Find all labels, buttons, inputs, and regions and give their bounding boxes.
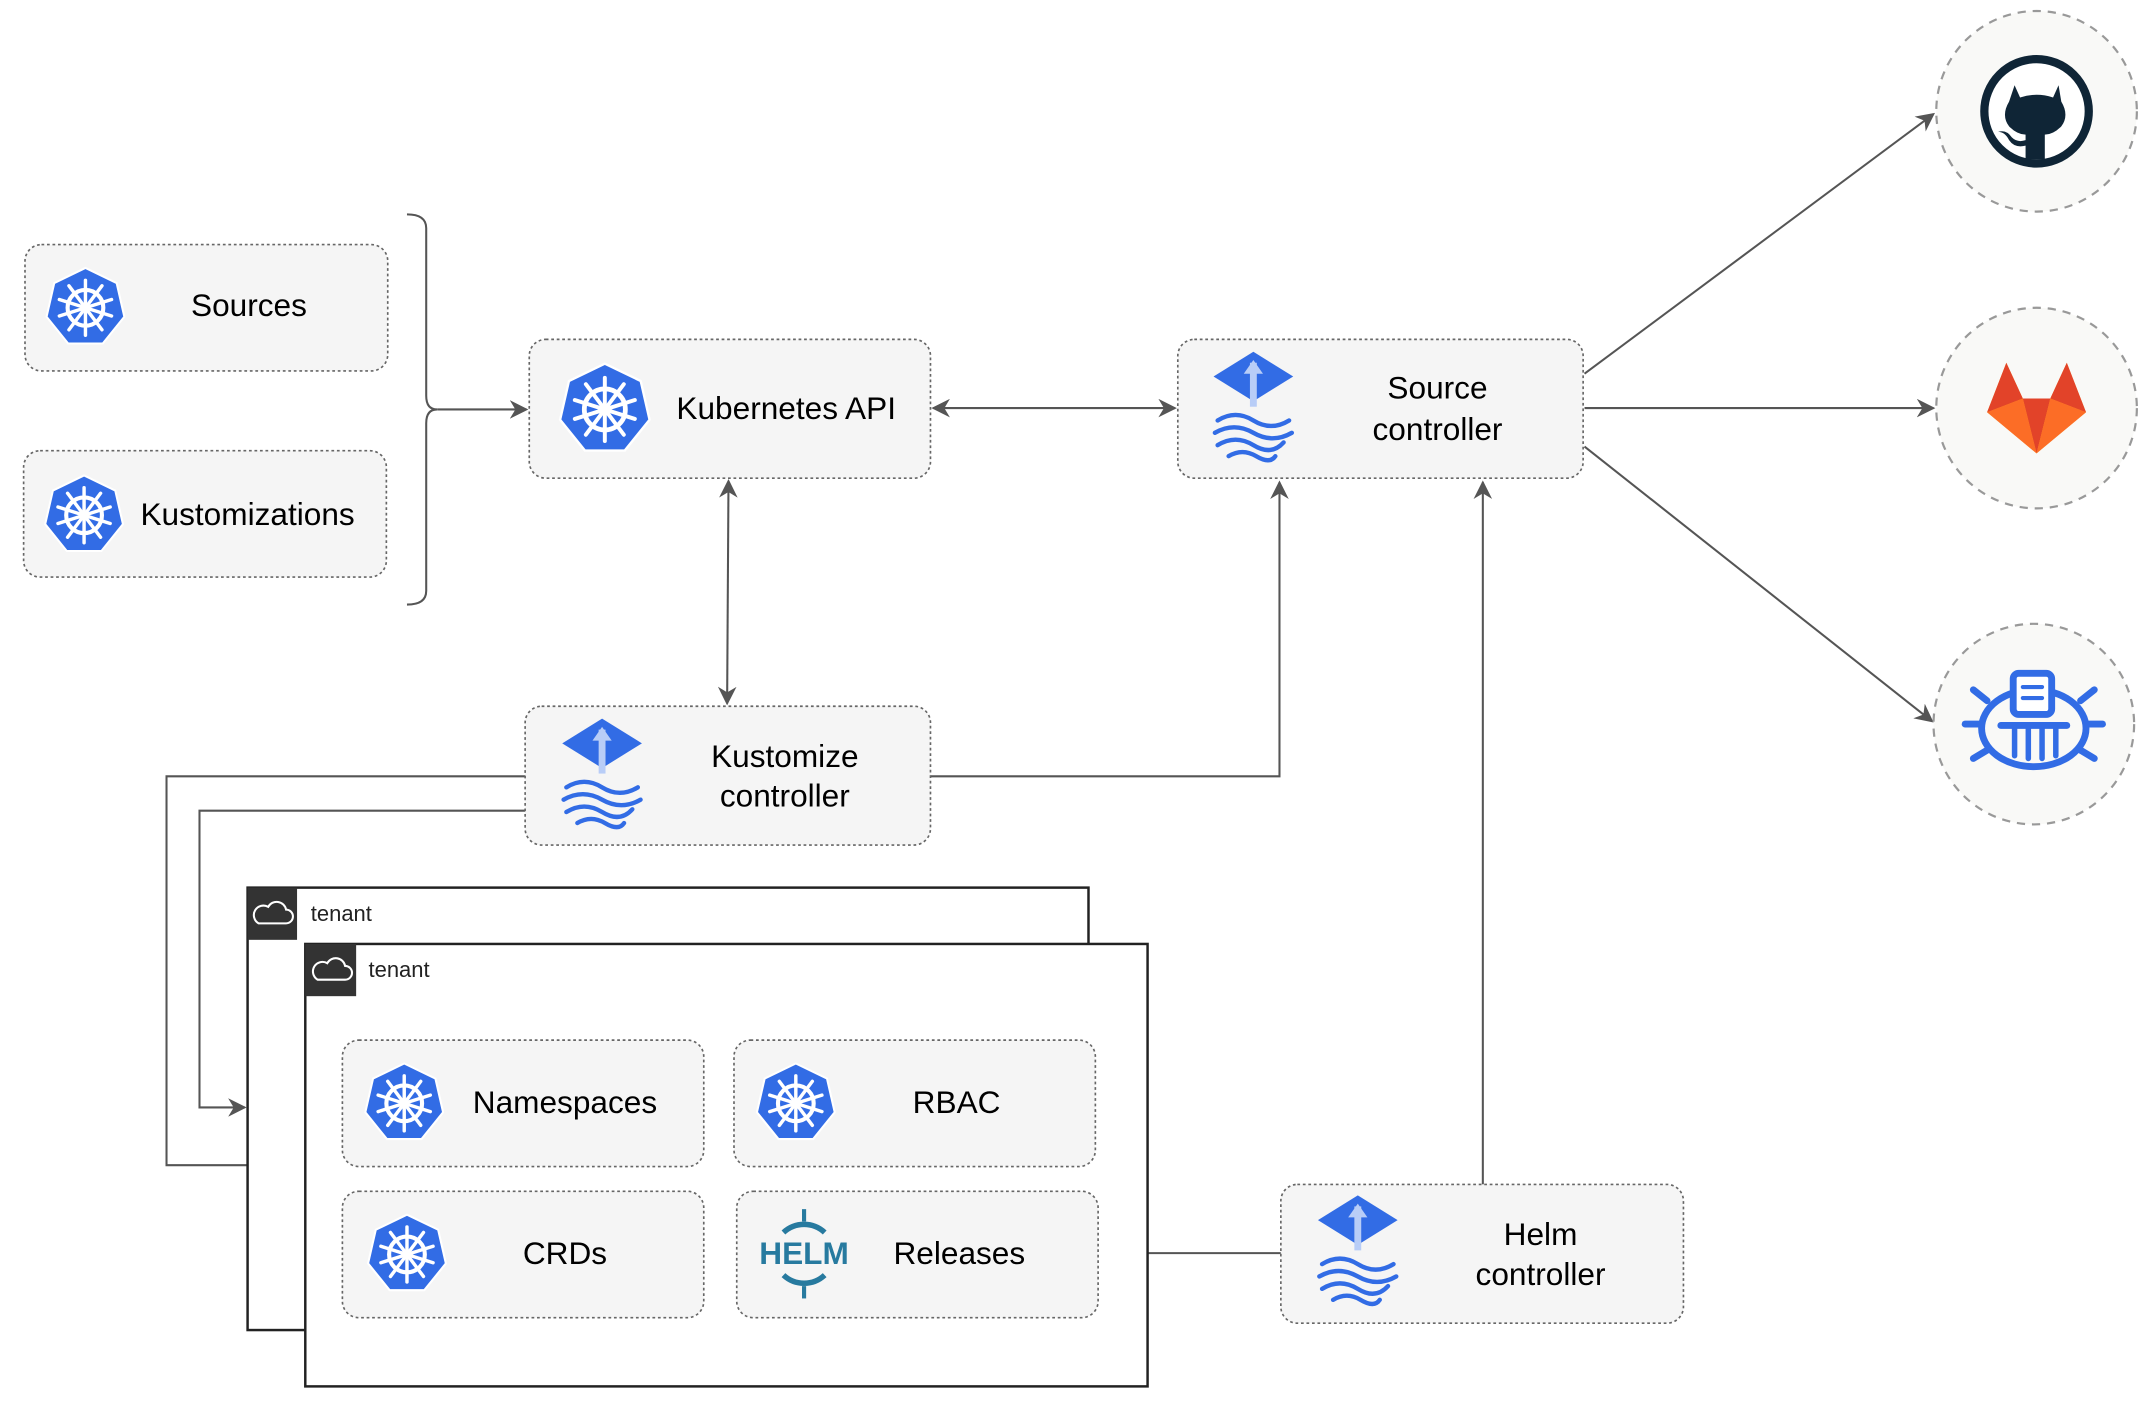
helm-controller-label-1: Helm <box>1504 1216 1578 1252</box>
releases-node[interactable]: HELM Releases <box>735 1190 1099 1319</box>
cloud-icon <box>311 957 354 981</box>
edge-kustomize-to-tenant-front <box>165 775 526 1175</box>
edge-source-to-github <box>1583 112 1936 375</box>
releases-label: Releases <box>893 1235 1025 1271</box>
helm-icon: HELM <box>759 1209 849 1299</box>
rbac-node[interactable]: RBAC <box>733 1039 1097 1168</box>
sources-label: Sources <box>191 287 307 323</box>
cloud-icon <box>252 900 294 925</box>
source-controller-label-2: controller <box>1373 411 1503 447</box>
kustomizations-node[interactable]: Kustomizations <box>22 449 388 578</box>
gitlab-node[interactable] <box>1935 306 2138 510</box>
edge-kustomize-to-tenant-back <box>198 809 526 1117</box>
source-controller-node[interactable]: Source controller <box>1176 338 1584 479</box>
tenant-label: tenant <box>311 901 372 926</box>
tenant-label: tenant <box>369 957 430 982</box>
kustomizations-label: Kustomizations <box>140 496 354 532</box>
github-node[interactable] <box>1935 9 2138 213</box>
github-icon <box>1980 54 2093 168</box>
kustomize-controller-label-2: controller <box>720 778 850 814</box>
edge-kustomize-to-source <box>930 480 1289 778</box>
source-controller-label-1: Source <box>1387 370 1487 406</box>
namespaces-label: Namespaces <box>473 1084 657 1120</box>
namespaces-node[interactable]: Namespaces <box>341 1039 705 1168</box>
edge-api-kustomize-controller <box>717 479 738 706</box>
gitlab-icon <box>1987 362 2087 454</box>
sources-node[interactable]: Sources <box>24 243 389 372</box>
group-brace <box>406 213 438 606</box>
rbac-label: RBAC <box>913 1084 1001 1120</box>
bucket-node[interactable] <box>1932 622 2136 826</box>
kubernetes-api-label: Kubernetes API <box>676 390 896 426</box>
kubernetes-api-node[interactable]: Kubernetes API <box>528 338 932 479</box>
bucket-icon <box>1961 669 2106 771</box>
edge-source-to-bucket <box>1583 445 1934 723</box>
helm-controller-node[interactable]: Helm controller <box>1280 1183 1685 1325</box>
helm-controller-label-2: controller <box>1476 1256 1606 1292</box>
kustomize-controller-label-1: Kustomize <box>711 738 858 774</box>
crds-label: CRDs <box>523 1235 607 1271</box>
crds-node[interactable]: CRDs <box>341 1190 705 1319</box>
helm-logo-text: HELM <box>759 1235 849 1271</box>
kustomize-controller-node[interactable]: Kustomize controller <box>524 705 932 846</box>
